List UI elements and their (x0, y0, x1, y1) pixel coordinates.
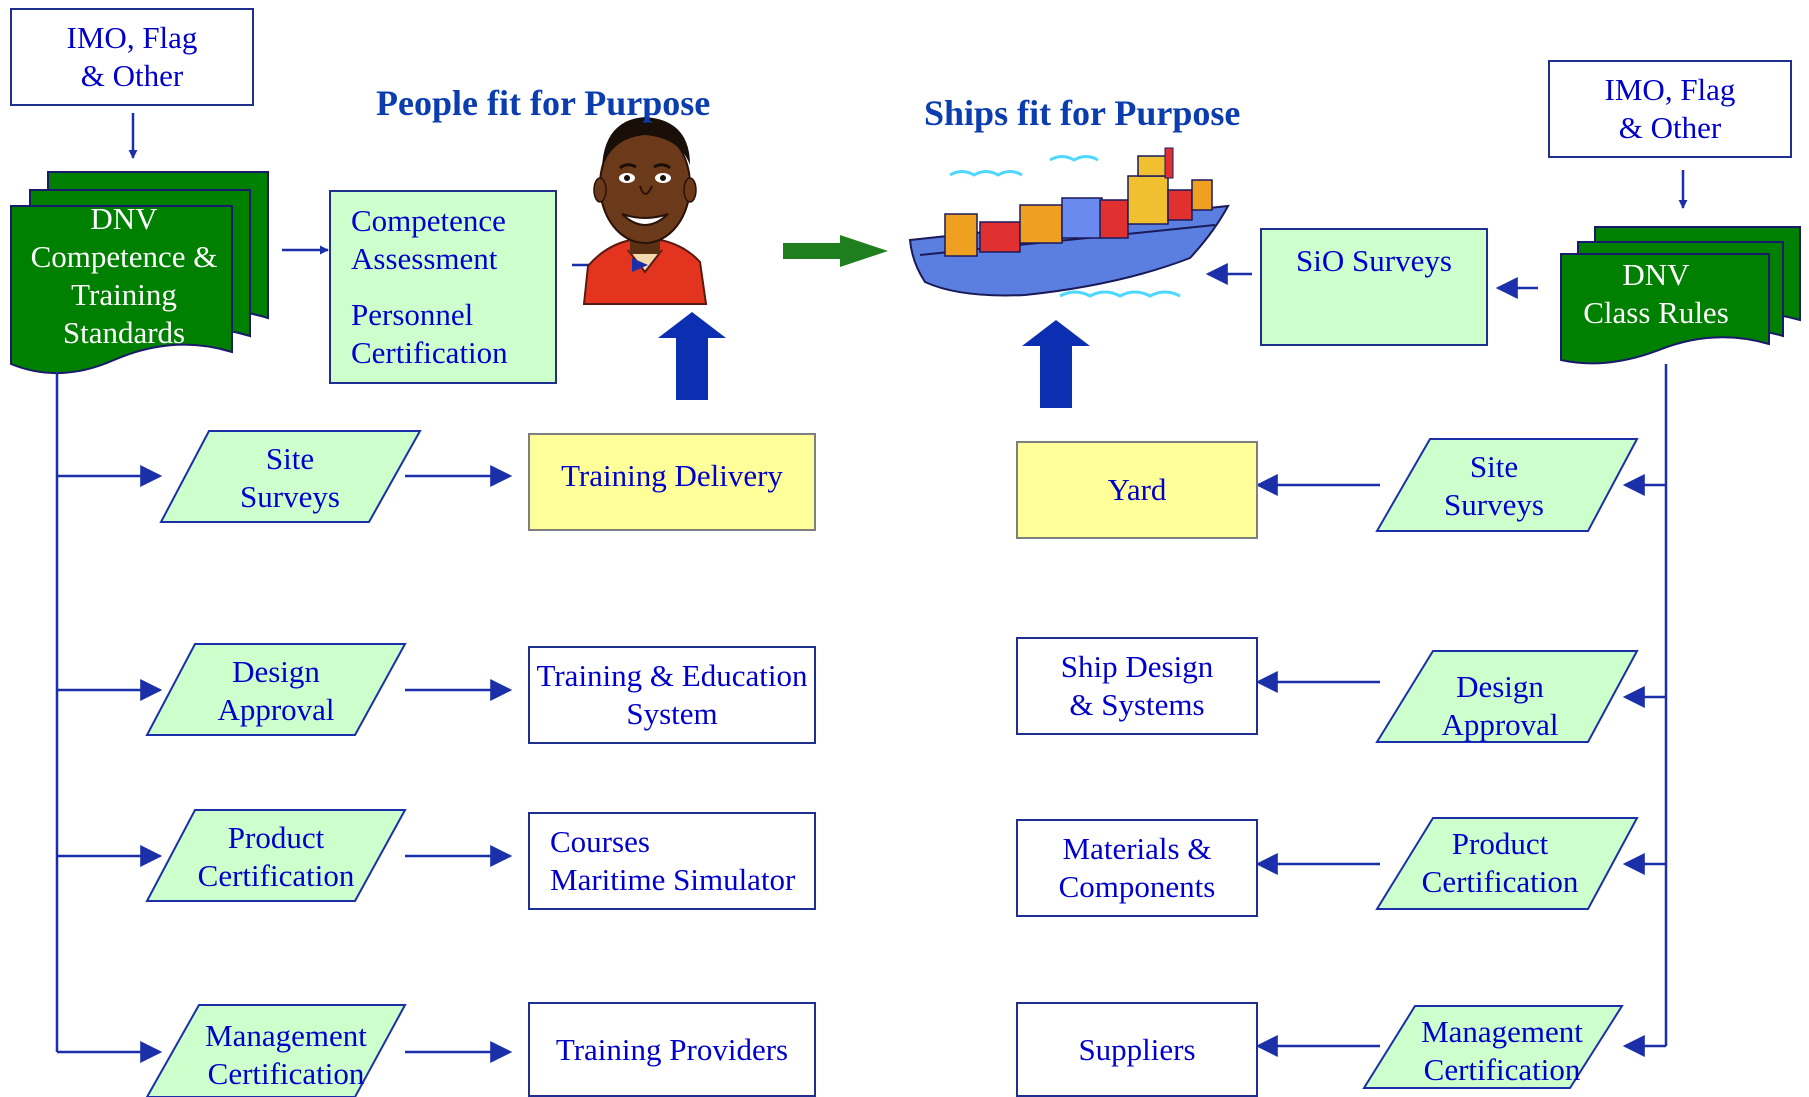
courses-line-2: Maritime Simulator (550, 862, 796, 897)
ships-up-arrow (1022, 320, 1090, 408)
ship-design-box: Ship Design & Systems (1016, 637, 1258, 735)
right-connectors (1205, 170, 1688, 1057)
competence-line-1: Competence (351, 203, 506, 238)
materials-line-2: Components (1058, 869, 1216, 904)
left-design-approval-shape (145, 643, 407, 736)
sio-surveys-box: SiO Surveys (1260, 228, 1488, 346)
training-delivery-box: Training Delivery (528, 433, 816, 531)
training-delivery-text: Training Delivery (561, 458, 783, 493)
left-imo-line-1: IMO, Flag (66, 20, 198, 55)
left-connectors (55, 113, 646, 1063)
materials-line-1: Materials & (1062, 831, 1212, 866)
person-pointer-arrowhead (632, 258, 648, 272)
competence-line-2: Assessment (351, 241, 498, 276)
suppliers-box: Suppliers (1016, 1002, 1258, 1097)
ships-heading: Ships fit for Purpose (924, 93, 1241, 133)
ship-design-line-2: & Systems (1069, 687, 1205, 722)
left-product-cert-shape (145, 809, 407, 902)
competence-certification-box: Competence Assessment Personnel Certific… (329, 190, 557, 384)
training-education-box: Training & Education System (528, 646, 816, 744)
courses-box: Courses Maritime Simulator (528, 812, 816, 910)
training-providers-text: Training Providers (555, 1031, 789, 1067)
class-rules-document-stack (1560, 226, 1801, 365)
training-education-line-1: Training & Education (536, 658, 808, 693)
people-up-arrow (658, 312, 726, 400)
right-imo-line-2: & Other (1618, 110, 1722, 145)
courses-line-1: Courses (550, 824, 650, 859)
suppliers-text: Suppliers (1078, 1031, 1196, 1067)
standards-document-stack (10, 171, 269, 375)
right-design-approval-shape (1375, 650, 1639, 743)
people-heading: People fit for Purpose (376, 83, 711, 123)
yard-box: Yard (1016, 441, 1258, 539)
left-management-cert-shape (145, 1004, 407, 1097)
right-imo-box: IMO, Flag & Other (1548, 60, 1792, 158)
right-site-surveys-shape (1375, 438, 1639, 532)
right-imo-line-1: IMO, Flag (1604, 72, 1736, 107)
personnel-line-2: Certification (351, 335, 508, 370)
training-providers-box: Training Providers (528, 1002, 816, 1097)
ship-design-line-1: Ship Design (1060, 649, 1214, 684)
left-imo-box: IMO, Flag & Other (10, 8, 254, 106)
materials-box: Materials & Components (1016, 819, 1258, 917)
right-product-cert-shape (1375, 817, 1639, 910)
sio-surveys-text: SiO Surveys (1296, 243, 1452, 278)
person-clipart-icon (582, 117, 708, 305)
right-management-cert-shape (1362, 1005, 1624, 1089)
left-imo-line-2: & Other (80, 58, 184, 93)
yard-text: Yard (1107, 472, 1167, 507)
training-education-line-2: System (626, 696, 718, 731)
personnel-line-1: Personnel (351, 297, 474, 332)
people-to-ships-arrow (783, 235, 888, 267)
left-site-surveys-shape (159, 430, 422, 523)
container-ship-clipart-icon (908, 147, 1230, 298)
